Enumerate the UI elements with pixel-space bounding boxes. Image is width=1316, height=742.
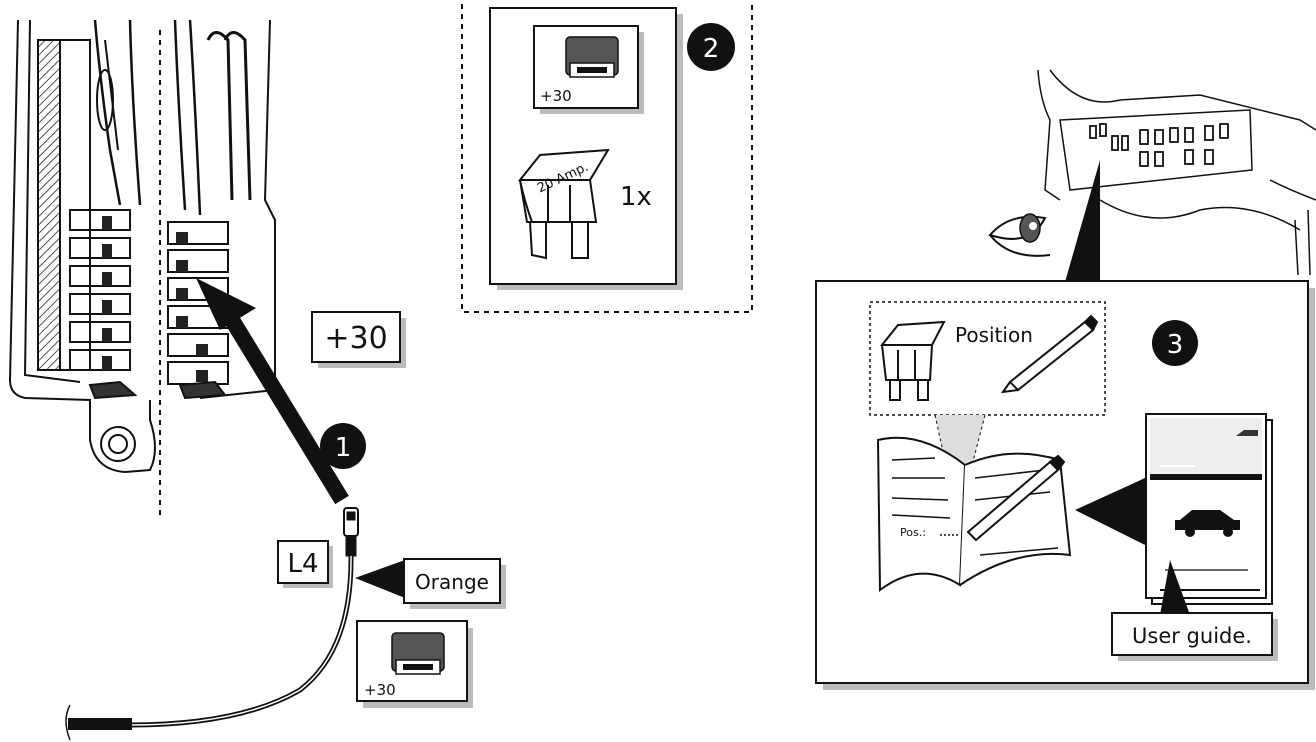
fuse-quantity: 1x	[620, 182, 652, 212]
step-3-badge: 3	[1152, 320, 1198, 366]
step-2-number: 2	[703, 34, 720, 64]
step-2-badge: 2	[687, 23, 735, 71]
dashboard-illustration	[1037, 69, 1316, 276]
wire-color-callout: Orange	[355, 558, 506, 609]
position-note: Position	[955, 323, 1033, 347]
user-guide-label: User guide.	[1132, 624, 1252, 648]
position-detail-box: Position	[869, 301, 1106, 416]
wire-color-label: Orange	[415, 570, 489, 594]
user-guide-callout: User guide.	[1111, 612, 1278, 661]
insertion-arrow	[196, 278, 349, 505]
guide-callout-pointer	[1160, 560, 1190, 615]
small-fuse-icon	[879, 320, 946, 401]
step-1-number: 1	[335, 433, 352, 463]
eye-icon	[988, 213, 1051, 257]
pen-icon	[1000, 314, 1099, 394]
panel-pointer	[1065, 160, 1100, 282]
step-2-panel: +30 20 Amp. 1x	[461, 0, 753, 313]
connector-l4-label: L4	[287, 549, 318, 579]
fuse-holder-icon-lower: +30	[356, 620, 473, 708]
terminal-30-label: +30	[324, 321, 387, 356]
wire-connector	[65, 507, 359, 741]
open-notebook-icon	[876, 436, 1072, 592]
user-guide-booklet-icon	[1145, 413, 1273, 605]
step-3-number: 3	[1167, 330, 1184, 360]
fuse-holder-upper-label: +30	[540, 87, 572, 105]
terminal-30-label-box: +30	[311, 311, 406, 368]
guide-pointer	[1075, 478, 1145, 545]
connector-l4-label-box: L4	[277, 540, 333, 588]
fuse-box-illustration	[8, 19, 276, 474]
step-1-badge: 1	[320, 423, 366, 469]
fuse-holder-lower-label: +30	[364, 681, 396, 699]
page-position-text: Pos.:	[900, 526, 926, 539]
